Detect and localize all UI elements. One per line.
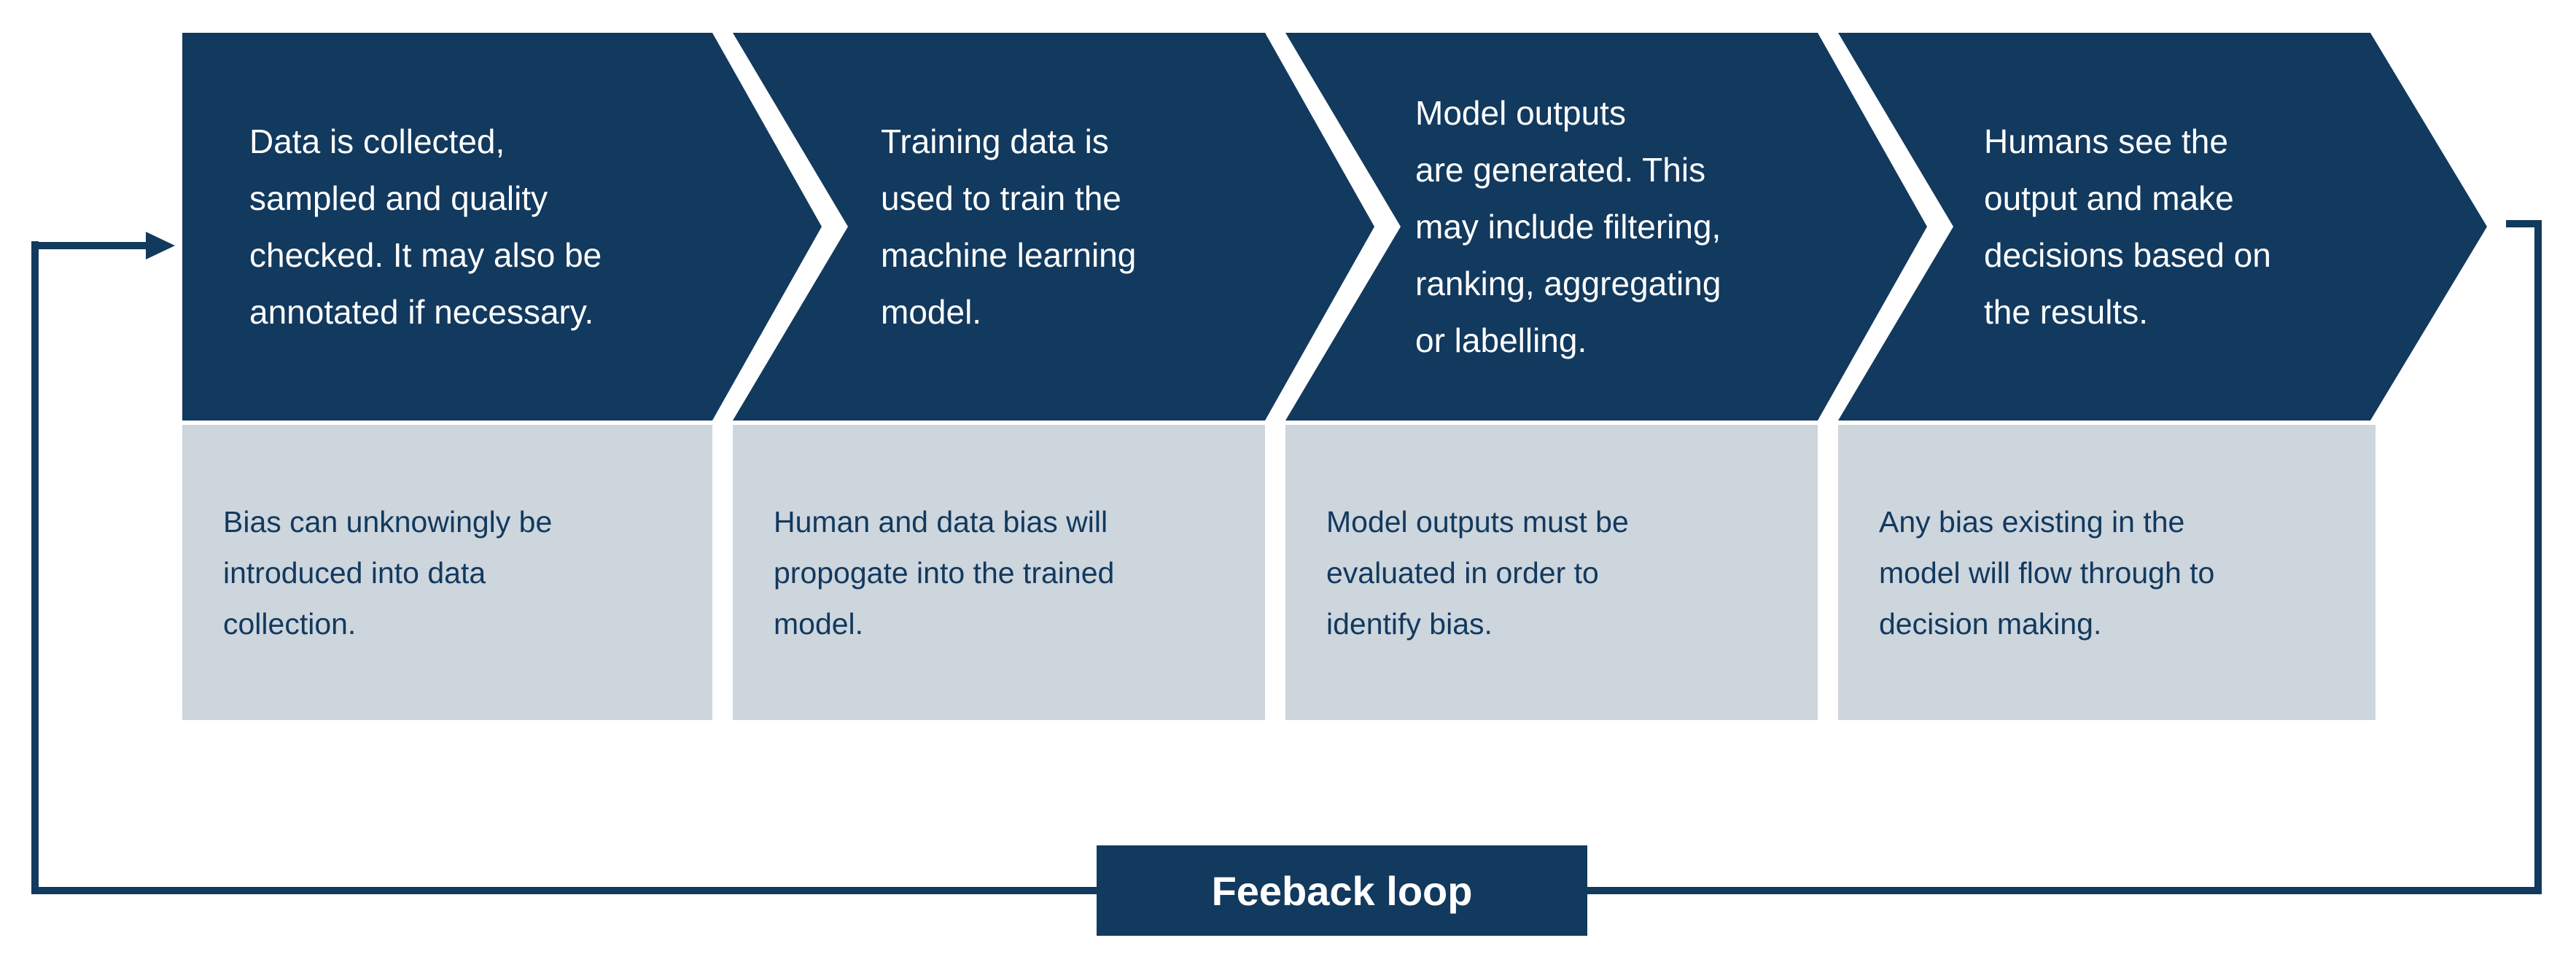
feedback-arrow-shaft [31,242,148,249]
feedback-arrowhead-icon [146,232,175,259]
bias-panel-text: Human and data bias will propogate into … [774,504,1115,641]
stage-step-text: Model outputs are generated. This may in… [1415,94,1721,359]
stage-chevron-data-collection: Data is collected, sampled and quality c… [182,33,822,421]
feedback-line-right [2534,220,2542,894]
bias-panel-data-collection: Bias can unknowingly be introduced into … [182,425,712,720]
feedback-line-left [31,241,39,891]
bias-panel-text: Model outputs must be evaluated in order… [1326,504,1629,641]
bias-panel-text: Bias can unknowingly be introduced into … [223,504,553,641]
stage-step-text: Humans see the output and make decisions… [1984,122,2271,331]
stage-chevron-model-outputs: Model outputs are generated. This may in… [1285,33,1927,421]
bias-panel-text: Any bias existing in the model will flow… [1879,504,2215,641]
bias-panel-model-outputs: Model outputs must be evaluated in order… [1285,425,1818,720]
stage-step-text: Data is collected, sampled and quality c… [249,122,602,331]
bias-panel-training: Human and data bias will propogate into … [733,425,1265,720]
stage-chevron-human-decisions: Humans see the output and make decisions… [1838,33,2487,421]
stage-step-text: Training data is used to train the machi… [881,122,1137,331]
stage-chevron-training: Training data is used to train the machi… [733,33,1374,421]
feedback-loop-label: Feeback loop [1211,867,1473,914]
feedback-loop-label-box: Feeback loop [1097,845,1587,936]
bias-panel-human-decisions: Any bias existing in the model will flow… [1838,425,2375,720]
feedback-line-right-stub [2506,220,2542,227]
